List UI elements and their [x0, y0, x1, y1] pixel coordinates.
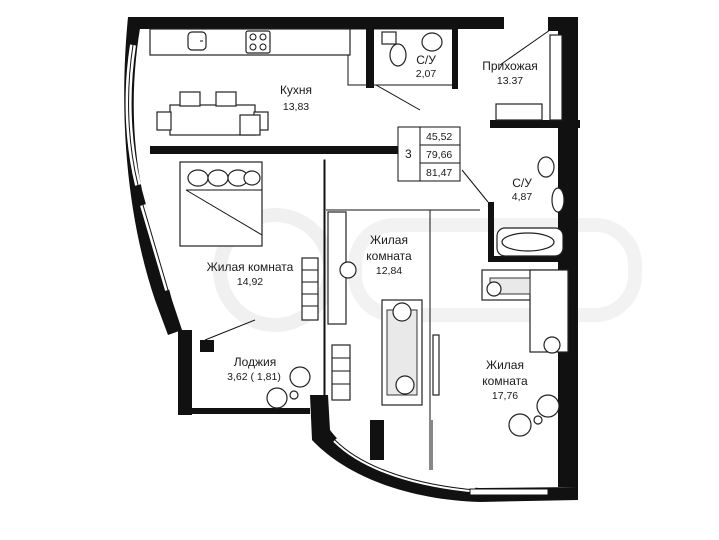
loggia-chairs: [266, 366, 311, 409]
area-with-loggia: 81,47: [426, 167, 452, 179]
kitchen-area: 13,83: [283, 101, 309, 113]
dining-table: [156, 91, 269, 136]
room-kitchen: Кухня 13,83: [280, 83, 312, 113]
bath-small-name: С/У: [416, 53, 436, 67]
summary-box: 3 45,52 79,66 81,47: [397, 126, 461, 182]
living2-area: 12,84: [376, 265, 402, 277]
room-living3: Жилая комната 17,76: [482, 358, 528, 402]
bath-large-fixtures: [461, 156, 565, 257]
room-hallway: Прихожая 13.37: [482, 59, 538, 87]
hallway-wardrobe: [495, 29, 563, 121]
room-living2: Жилая комната 12,84: [366, 233, 412, 277]
kitchen-counter: [149, 28, 351, 56]
area-total: 79,66: [426, 149, 452, 161]
living3-name-line1: Жилая: [486, 358, 524, 372]
bed: [179, 161, 263, 247]
living1-area: 14,92: [237, 276, 263, 288]
hallway-area: 13.37: [497, 75, 523, 87]
living2-desk: [327, 211, 357, 401]
living1-shelves: [204, 257, 319, 341]
living3-name-line2: комната: [482, 374, 528, 388]
rooms-count: 3: [405, 147, 412, 161]
living3-corner-sofa: [481, 269, 569, 354]
partition-lines: [326, 209, 480, 470]
outer-walls: [124, 17, 578, 502]
bath-large-name: С/У: [512, 176, 532, 190]
room-bath-small: С/У 2,07: [416, 53, 437, 80]
living1-name: Жилая комната: [207, 260, 294, 274]
living3-chairs: [431, 394, 560, 470]
living3-area: 17,76: [492, 390, 518, 402]
toilet-small: [375, 31, 443, 111]
bath-large-area: 4,87: [512, 191, 533, 203]
loggia-area: 3,62 ( 1,81): [227, 371, 281, 383]
living2-sofa: [381, 299, 440, 406]
bath-small-area: 2,07: [416, 68, 437, 80]
room-loggia: Лоджия 3,62 ( 1,81): [227, 355, 281, 383]
room-living1: Жилая комната 14,92: [207, 260, 294, 288]
loggia-name: Лоджия: [234, 355, 277, 369]
room-bath-large: С/У 4,87: [512, 176, 533, 203]
hallway-name: Прихожая: [482, 59, 538, 73]
area-living: 45,52: [426, 131, 452, 143]
kitchen-name: Кухня: [280, 83, 312, 97]
living2-name-line1: Жилая: [370, 233, 408, 247]
interior-walls: [150, 28, 580, 421]
living2-name-line2: комната: [366, 249, 412, 263]
